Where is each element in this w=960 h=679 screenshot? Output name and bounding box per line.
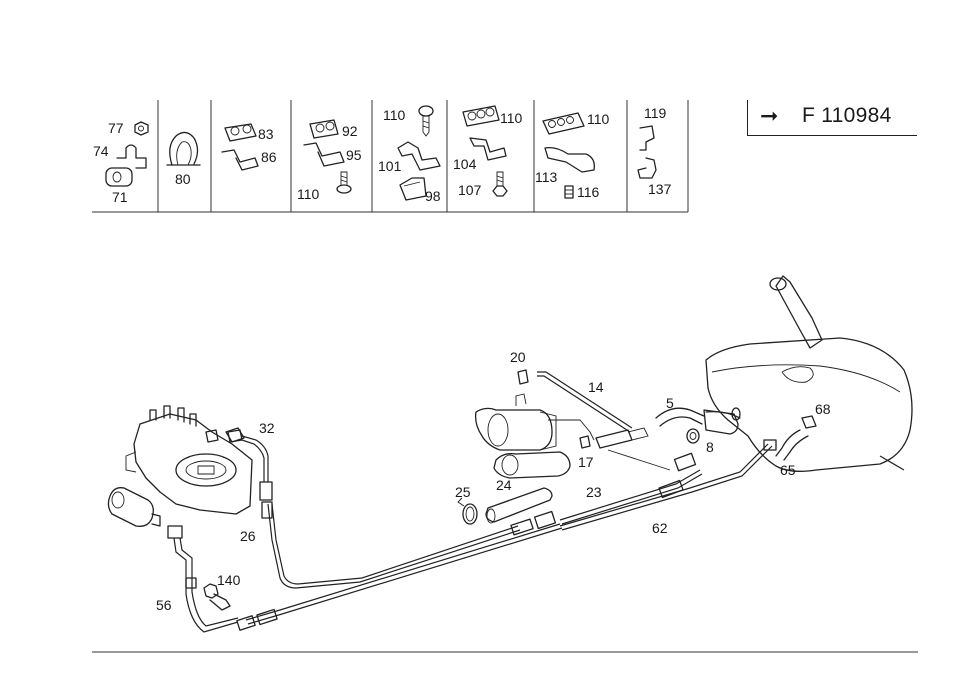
bolt-icon [203, 583, 231, 611]
fuel-filter-icon [579, 427, 649, 449]
bracket-icon [303, 142, 345, 167]
callout-label: 20 [510, 349, 526, 365]
clip-icon [116, 144, 147, 169]
pipe-icon [227, 429, 273, 519]
grommet-icon [399, 177, 427, 201]
figure-reference-code: F 110984 [802, 104, 892, 127]
legend-label: 101 [378, 158, 402, 174]
bracket-icon [469, 137, 507, 161]
hardware-legend-table: 77 74 71 80 83 86 [92, 100, 689, 213]
hose-icon [775, 429, 809, 461]
legend-label: 74 [93, 143, 109, 159]
multi-clip-icon [542, 112, 585, 135]
clip-icon [564, 185, 574, 199]
hose-clamp-icon [457, 497, 478, 525]
nut-icon [134, 121, 149, 136]
hose-clip-icon [166, 131, 201, 166]
callout-label: 8 [706, 439, 714, 455]
pipe-icon [167, 525, 239, 633]
legend-label: 119 [644, 105, 667, 121]
screw-icon [336, 171, 352, 194]
pipe-icon [537, 371, 633, 433]
legend-label: 113 [535, 169, 558, 185]
callout-label: 26 [240, 528, 256, 544]
callout-label: 23 [586, 484, 602, 500]
pipe-icon [245, 443, 773, 625]
triple-clip-icon [462, 105, 500, 127]
legend-label: 116 [577, 184, 600, 200]
legend-label: 83 [258, 126, 274, 142]
legend-label: 110 [500, 110, 523, 126]
legend-label: 80 [175, 171, 191, 187]
hose-icon [655, 407, 741, 435]
callout-label: 14 [588, 379, 604, 395]
callout-label: 32 [259, 420, 275, 436]
figure-reference-box: ➞ F 110984 [747, 100, 917, 136]
callout-label: 24 [496, 477, 512, 493]
fuel-accumulator-icon [107, 487, 161, 527]
callout-label: 62 [652, 520, 668, 536]
callout-labels: 20 14 5 68 8 32 17 65 25 24 23 26 62 140… [156, 349, 831, 613]
hose-icon [485, 487, 553, 524]
hose-connector-icon [637, 157, 657, 179]
legend-label: 98 [425, 188, 441, 204]
callout-label: 56 [156, 597, 172, 613]
callout-label: 65 [780, 462, 796, 478]
callout-label: 25 [455, 484, 471, 500]
legend-label: 110 [587, 111, 610, 127]
fuel-pump-icon [474, 393, 595, 479]
pipe-fitting-icon [236, 439, 777, 631]
callout-label: 17 [578, 454, 594, 470]
legend-label: 71 [112, 189, 128, 205]
hose-connector-icon [639, 125, 655, 151]
arrow-right-icon: ➞ [760, 103, 779, 128]
callout-label: 140 [217, 572, 241, 588]
bracket-icon [397, 141, 441, 171]
clip-icon [517, 369, 529, 385]
fuel-distributor-icon [125, 405, 253, 515]
legend-label: 110 [297, 186, 320, 202]
legend-label: 137 [648, 181, 672, 197]
legend-label: 92 [342, 123, 358, 139]
grommet-icon [105, 167, 133, 187]
callout-label: 68 [815, 401, 831, 417]
legend-label: 86 [261, 149, 277, 165]
screw-icon [418, 105, 434, 137]
bracket-icon [221, 149, 259, 171]
grommet-icon [686, 428, 700, 444]
legend-label: 107 [458, 182, 482, 198]
callout-label: 5 [666, 395, 674, 411]
legend-label: 95 [346, 147, 362, 163]
double-clip-icon [309, 119, 339, 139]
screw-icon [492, 171, 508, 197]
legend-label: 77 [108, 120, 124, 136]
clip-icon [801, 415, 817, 429]
legend-label: 110 [383, 107, 406, 123]
legend-label: 104 [453, 156, 477, 172]
fuel-tank-icon [705, 275, 913, 472]
bracket-icon [544, 146, 595, 173]
double-clip-icon [224, 123, 257, 142]
leader-line [607, 449, 671, 471]
